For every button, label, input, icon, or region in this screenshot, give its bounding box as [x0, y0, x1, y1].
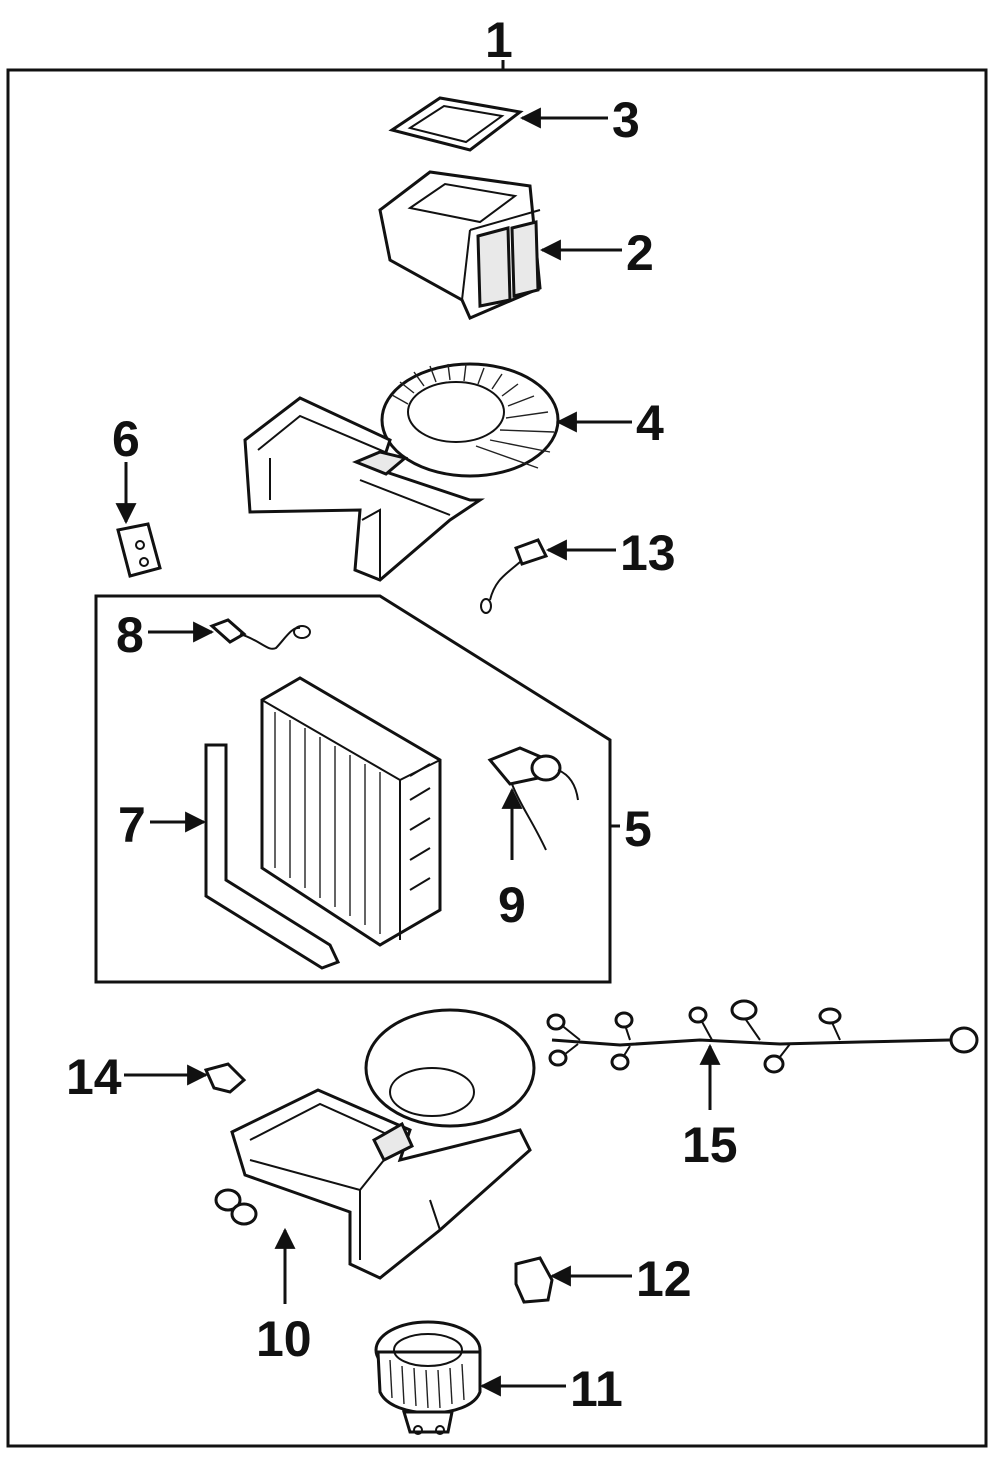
part-14-clip — [203, 1062, 247, 1094]
callout-1: 1 — [485, 12, 513, 68]
callout-12: 12 — [636, 1251, 692, 1307]
callout-4: 4 — [636, 395, 664, 451]
part-4-blower-upper-case — [243, 362, 560, 582]
callout-14: 14 — [66, 1049, 122, 1105]
part-15-wiring-harness — [546, 999, 979, 1074]
callout-9: 9 — [498, 877, 526, 933]
callout-13: 13 — [620, 525, 676, 581]
callout-3: 3 — [612, 92, 640, 148]
part-7-seal — [204, 743, 341, 970]
part-9-sensor-valve — [487, 746, 579, 851]
assembly-frame — [6, 68, 988, 1448]
part-12-resistor — [514, 1256, 554, 1304]
callout-11: 11 — [570, 1361, 623, 1417]
callout-7: 7 — [118, 797, 146, 853]
callout-5: 5 — [624, 801, 652, 857]
part-11-blower-motor — [374, 1320, 482, 1435]
evaporator-core — [260, 676, 442, 947]
part-13-sensor — [480, 538, 549, 614]
callout-2: 2 — [626, 225, 654, 281]
part-10-blower-lower-case — [214, 1008, 536, 1280]
part-6-connector — [116, 522, 162, 578]
part-3-gasket — [388, 96, 524, 152]
callout-10: 10 — [256, 1311, 312, 1367]
part-2-intake-duct — [378, 170, 542, 320]
part-8-thermistor — [209, 618, 311, 650]
callout-6: 6 — [112, 411, 140, 467]
callout-8: 8 — [116, 607, 144, 663]
callout-15: 15 — [682, 1117, 738, 1173]
evaporator-subassembly-frame — [94, 594, 612, 984]
